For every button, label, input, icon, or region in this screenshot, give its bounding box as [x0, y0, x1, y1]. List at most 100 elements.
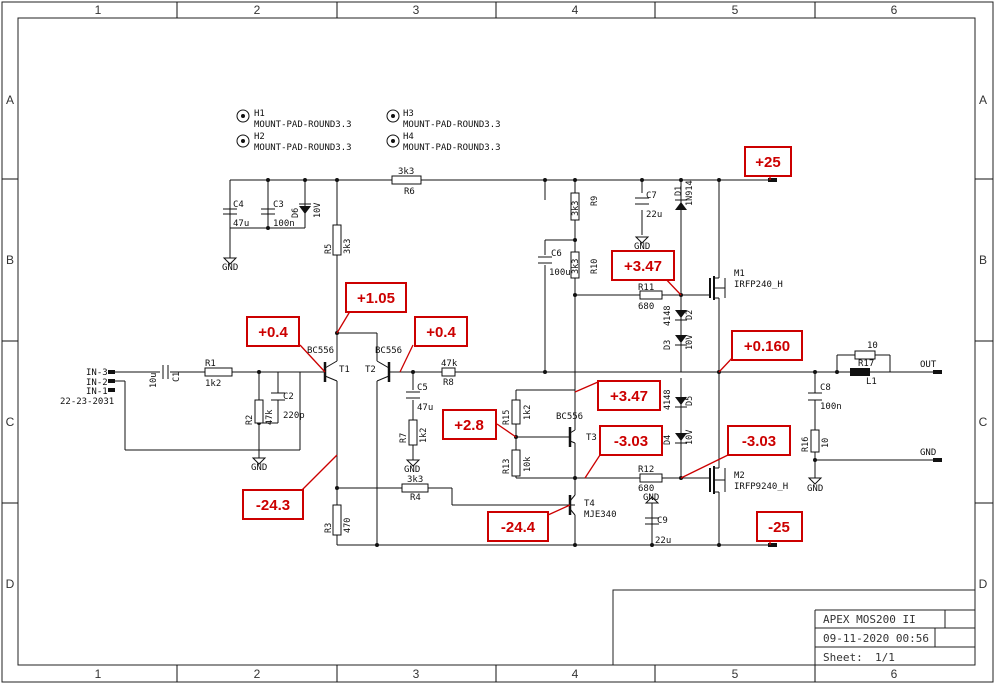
pad-value: MOUNT-PAD-ROUND3.3 [254, 143, 352, 153]
r17-ref: R17 [858, 359, 874, 369]
title-text: APEX MOS200 II [823, 613, 916, 626]
r6-value: 3k3 [398, 167, 414, 177]
d5-value: 4148 [663, 390, 673, 410]
c9-value: 22u [655, 536, 671, 546]
resistor-r12 [639, 473, 663, 483]
voltage-303-a: -3.03 [614, 433, 648, 450]
gnd-label: GND [634, 242, 650, 252]
col-label: 2 [254, 3, 261, 17]
row-label: D [6, 577, 15, 591]
r17-value: 10 [867, 341, 878, 351]
col-label: 5 [732, 3, 739, 17]
r13-value: 10k [523, 457, 533, 472]
r13-ref: R13 [502, 459, 512, 474]
col-label: 6 [891, 3, 898, 17]
c1-value: 10u [149, 373, 159, 388]
r5-value: 3k3 [343, 239, 353, 254]
r11-value: 680 [638, 302, 654, 312]
voltage-244: -24.4 [501, 519, 536, 536]
c3-value: 100n [273, 219, 295, 229]
m2-ref: M2 [734, 471, 745, 481]
voltage-243: -24.3 [256, 497, 290, 514]
r1-value: 1k2 [205, 379, 221, 389]
inner-frame [17, 17, 976, 666]
frame-labels: 1 2 3 4 5 6 1 2 3 4 5 6 A B C D A B C D [6, 3, 988, 681]
pad-ref: H1 [254, 109, 265, 119]
d1-ref: D1 [674, 186, 684, 196]
col-label: 1 [95, 3, 102, 17]
l1-ref: L1 [866, 377, 877, 387]
r9-value: 3k3 [571, 201, 581, 216]
r7-value: 1k2 [419, 428, 429, 443]
r3-ref: R3 [324, 523, 334, 533]
r2-value: 47k [265, 410, 275, 425]
col-label: 3 [413, 667, 420, 681]
resistor-r4 [401, 483, 429, 493]
gnd-label: GND [404, 465, 420, 475]
r8-value: 47k [441, 359, 458, 369]
c4-ref: C4 [233, 200, 244, 210]
date-text: 09-11-2020 00:56 [823, 632, 929, 645]
out-label: OUT [920, 360, 937, 370]
pin-label: IN-3 [86, 368, 108, 378]
capacitor-symbols [162, 197, 822, 525]
t1-ref: T1 [339, 365, 350, 375]
r12-ref: R12 [638, 465, 654, 475]
pad-ref: H2 [254, 132, 265, 142]
col-label: 4 [572, 3, 579, 17]
d6-ref: D6 [291, 208, 301, 218]
sheet-value: 1/1 [875, 651, 895, 664]
voltage-annotations: +25 +3.47 +1.05 +0.4 +0.4 +0.160 +3.47 +… [242, 146, 803, 545]
c7-ref: C7 [646, 191, 657, 201]
r11-ref: R11 [638, 283, 654, 293]
terminal-markers [108, 178, 942, 547]
d5-ref: D5 [685, 396, 695, 406]
col-label: 4 [572, 667, 579, 681]
r16-value: 10 [821, 438, 831, 448]
r6-ref: R6 [404, 187, 415, 197]
col-label: 5 [732, 667, 739, 681]
c2-ref: C2 [283, 392, 294, 402]
t2-value: BC556 [375, 346, 402, 356]
c2-value: 220p [283, 411, 305, 421]
voltage-347-top: +3.47 [624, 258, 662, 275]
c6-value: 100u [549, 268, 571, 278]
pad-ref: H3 [403, 109, 414, 119]
r10-value: 3k3 [571, 259, 581, 274]
mount-pads: H1 MOUNT-PAD-ROUND3.3 H2 MOUNT-PAD-ROUND… [236, 109, 501, 153]
c4-value: 47u [233, 219, 249, 229]
r16-ref: R16 [801, 437, 811, 452]
voltage-347-mid: +3.47 [610, 388, 648, 405]
resistor-r9 [570, 192, 580, 221]
r7-ref: R7 [399, 433, 409, 443]
resistor-r5 [332, 224, 342, 256]
row-label: D [979, 577, 988, 591]
d1-value: 1N914 [685, 180, 695, 206]
title-block: APEX MOS200 II 09-11-2020 00:56 Sheet: 1… [612, 589, 976, 666]
gnd-label: GND [920, 448, 936, 458]
resistor-r7 [408, 419, 418, 446]
r5-ref: R5 [324, 244, 334, 254]
resistor-r1 [204, 367, 233, 377]
col-label: 1 [95, 667, 102, 681]
r15-value: 1k2 [523, 405, 533, 420]
r12-value: 680 [638, 484, 654, 494]
voltage-303-b: -3.03 [742, 433, 776, 450]
row-label: B [979, 253, 987, 267]
d4-ref: D4 [663, 435, 673, 445]
gnd-label: GND [807, 484, 823, 494]
c9-ref: C9 [657, 516, 668, 526]
resistor-r11 [639, 290, 663, 300]
diode-symbols [299, 199, 687, 444]
col-label: 3 [413, 3, 420, 17]
c8-value: 100n [820, 402, 842, 412]
resistor-r3 [332, 504, 342, 536]
r1-ref: R1 [205, 359, 216, 369]
r4-value: 3k3 [407, 475, 423, 485]
pad-value: MOUNT-PAD-ROUND3.3 [403, 143, 501, 153]
pin-label: IN-1 [86, 387, 108, 397]
r2-ref: R2 [245, 415, 255, 425]
